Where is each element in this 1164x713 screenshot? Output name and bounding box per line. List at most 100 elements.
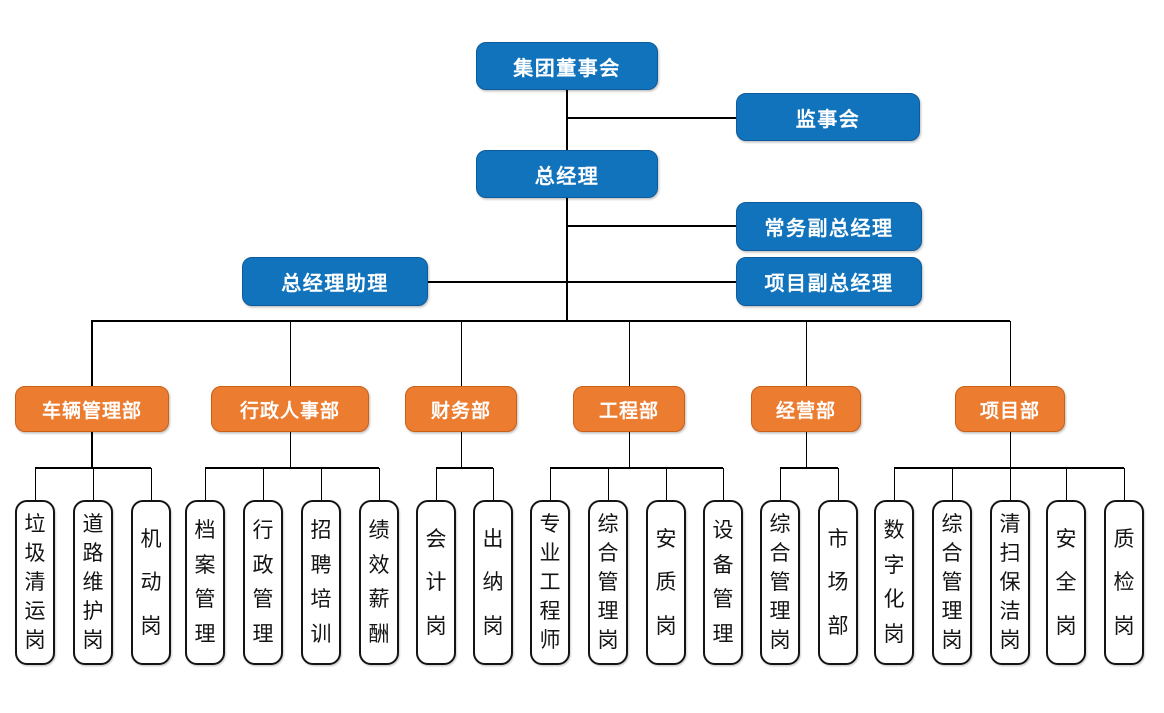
connector-line (837, 468, 839, 500)
dept-project: 项目部 (955, 386, 1065, 432)
position-box: 绩效薪酬 (359, 500, 399, 665)
connector-line (320, 468, 322, 500)
position-label: 机动岗 (140, 527, 162, 638)
dept-engineering-label: 工程部 (598, 400, 659, 422)
connector-line (566, 90, 568, 150)
connector-line (607, 468, 609, 500)
node-supervisory-board: 监事会 (736, 93, 920, 141)
position-label: 数字化岗 (883, 518, 905, 647)
node-project-deputy-gm-label: 项目副总经理 (764, 273, 894, 295)
node-general-manager: 总经理 (476, 150, 658, 198)
connector-line (1123, 468, 1125, 500)
connector-line (378, 468, 380, 500)
node-exec-deputy-gm-label: 常务副总经理 (764, 218, 894, 240)
position-box: 安全岗 (1046, 500, 1086, 665)
connector-line (893, 468, 895, 500)
dept-finance-label: 财务部 (430, 400, 491, 422)
position-box: 质检岗 (1104, 500, 1144, 665)
dept-project-label: 项目部 (979, 400, 1040, 422)
position-label: 综合管理岗 (597, 513, 619, 652)
position-label: 出纳岗 (482, 527, 504, 638)
node-gm-assistant-label: 总经理助理 (281, 273, 389, 295)
position-label: 质检岗 (1113, 527, 1135, 638)
position-box: 行政管理 (243, 500, 283, 665)
position-box: 清扫保洁岗 (990, 500, 1030, 665)
position-box: 道路维护岗 (73, 500, 113, 665)
connector-line (780, 467, 838, 469)
dept-finance: 财务部 (405, 386, 517, 432)
connector-line (894, 467, 1124, 469)
connector-line (435, 468, 437, 500)
connector-line (722, 468, 724, 500)
node-exec-deputy-gm: 常务副总经理 (736, 202, 922, 251)
position-box: 垃圾清运岗 (15, 500, 55, 665)
connector-line (91, 321, 93, 386)
position-label: 会计岗 (425, 527, 447, 638)
dept-admin-hr-label: 行政人事部 (239, 400, 340, 422)
connector-line (549, 468, 551, 500)
connector-line (779, 468, 781, 500)
connector-line (460, 321, 462, 386)
connector-line (1009, 321, 1011, 386)
connector-line (262, 468, 264, 500)
position-label: 档案管理 (194, 518, 216, 647)
node-project-deputy-gm: 项目副总经理 (736, 257, 922, 306)
node-supervisory-board-label: 监事会 (795, 108, 861, 131)
position-box: 招聘培训 (301, 500, 341, 665)
dept-operations: 经营部 (751, 386, 861, 432)
position-label: 安全岗 (1055, 527, 1077, 638)
position-box: 市场部 (818, 500, 858, 665)
position-box: 机动岗 (131, 500, 171, 665)
position-box: 设备管理 (703, 500, 743, 665)
connector-line (567, 225, 736, 227)
position-label: 综合管理岗 (769, 513, 791, 652)
position-label: 绩效薪酬 (368, 518, 390, 647)
connector-line (805, 432, 807, 468)
position-label: 综合管理岗 (941, 513, 963, 652)
position-box: 出纳岗 (473, 500, 513, 665)
position-label: 设备管理 (712, 518, 734, 647)
connector-line (805, 321, 807, 386)
connector-line (204, 468, 206, 500)
position-box: 综合管理岗 (588, 500, 628, 665)
connector-line (205, 467, 379, 469)
connector-line (550, 467, 723, 469)
position-label: 招聘培训 (310, 518, 332, 647)
connector-line (91, 320, 1010, 322)
connector-line (567, 117, 736, 119)
node-board-of-directors: 集团董事会 (476, 42, 658, 90)
dept-admin-hr: 行政人事部 (211, 386, 369, 432)
position-box: 档案管理 (185, 500, 225, 665)
dept-vehicle-management: 车辆管理部 (15, 386, 169, 432)
position-label: 市场部 (827, 527, 849, 638)
connector-line (1065, 468, 1067, 500)
node-gm-assistant: 总经理助理 (242, 257, 428, 306)
position-box: 综合管理岗 (932, 500, 972, 665)
dept-engineering: 工程部 (573, 386, 685, 432)
position-box: 安质岗 (646, 500, 686, 665)
position-label: 行政管理 (252, 518, 274, 647)
connector-line (35, 467, 151, 469)
dept-vehicle-management-label: 车辆管理部 (41, 400, 142, 422)
position-box: 专业工程师 (530, 500, 570, 665)
position-box: 综合管理岗 (760, 500, 800, 665)
position-label: 清扫保洁岗 (999, 513, 1021, 652)
position-label: 垃圾清运岗 (24, 513, 46, 652)
dept-operations-label: 经营部 (775, 400, 836, 422)
connector-line (460, 432, 462, 468)
node-board-of-directors-label: 集团董事会 (513, 57, 621, 80)
connector-line (951, 468, 953, 500)
connector-line (628, 321, 630, 386)
position-label: 道路维护岗 (82, 513, 104, 652)
position-box: 会计岗 (416, 500, 456, 665)
connector-line (428, 281, 736, 283)
connector-line (492, 468, 494, 500)
connector-line (34, 468, 36, 500)
connector-line (665, 468, 667, 500)
connector-line (92, 468, 94, 500)
position-label: 安质岗 (655, 527, 677, 638)
position-box: 数字化岗 (874, 500, 914, 665)
connector-line (289, 432, 291, 468)
connector-line (1009, 468, 1011, 500)
